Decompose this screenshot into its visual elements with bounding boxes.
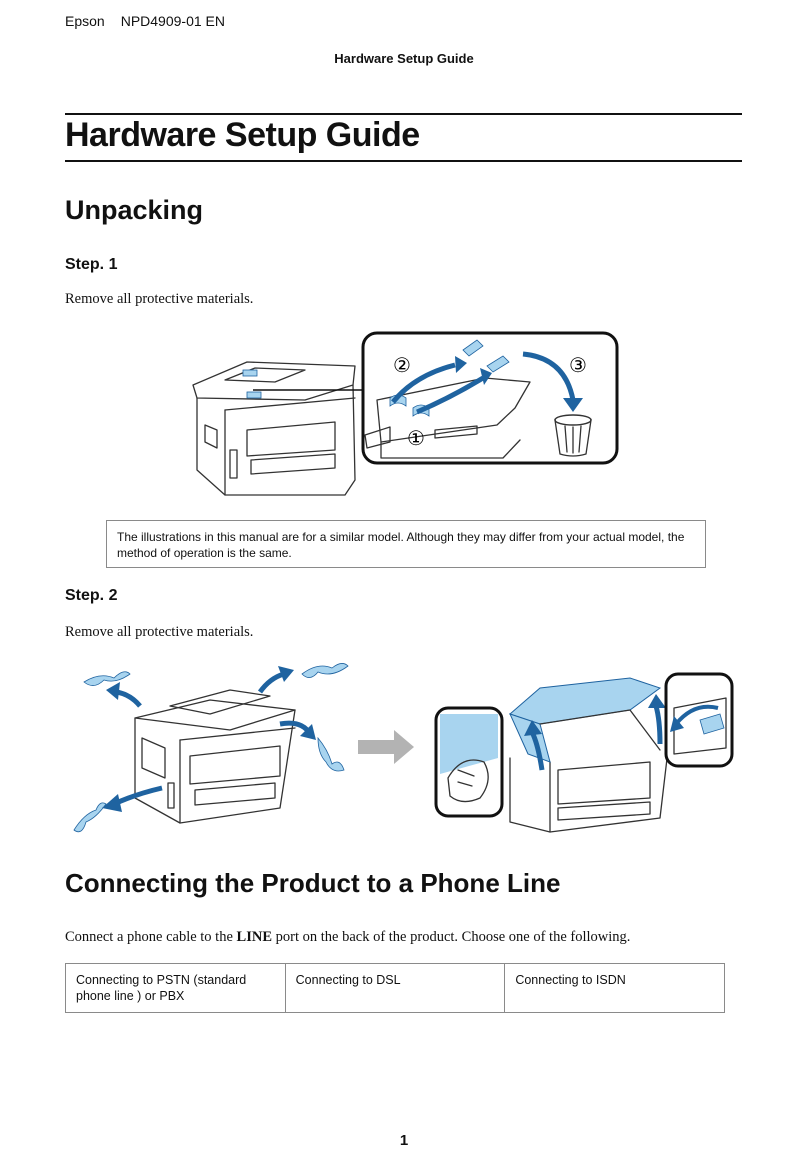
- callout-numbers: ② ① ③: [393, 355, 587, 450]
- title-rule-bottom: [65, 160, 742, 162]
- page-number: 1: [399, 1132, 409, 1149]
- section-heading-connecting: Connecting the Product to a Phone Line: [65, 868, 561, 898]
- intro-text: Connect a phone cable to the: [65, 929, 237, 945]
- printer-right-illustration: [509, 677, 669, 833]
- option-isdn[interactable]: Connecting to ISDN: [504, 963, 725, 1013]
- callout-number-1: ①: [407, 428, 425, 450]
- figure-step-2: [73, 663, 734, 833]
- callout-detail: [361, 331, 619, 465]
- inset-right-detail: [664, 672, 734, 768]
- brand-name: Epson: [65, 13, 105, 29]
- section-heading-unpacking: Unpacking: [65, 195, 204, 225]
- connecting-intro: Connect a phone cable to the LINE port o…: [65, 929, 630, 946]
- line-port-label: LINE: [236, 929, 272, 945]
- printer-illustration: [192, 361, 363, 496]
- option-dsl[interactable]: Connecting to DSL: [284, 963, 506, 1013]
- figure-step-1: ② ① ③: [192, 331, 619, 496]
- title-rule-top: [65, 113, 742, 115]
- page-title: Hardware Setup Guide: [65, 116, 420, 154]
- inset-left-detail: [434, 706, 504, 818]
- step-2-label: Step. 2: [65, 587, 118, 604]
- connection-options-table: Connecting to PSTN (standard phone line …: [65, 963, 725, 1013]
- step-1-text: Remove all protective materials.: [65, 291, 254, 307]
- callout-number-3: ③: [569, 355, 587, 377]
- step-2-text: Remove all protective materials.: [65, 624, 254, 640]
- note-box: The illustrations in this manual are for…: [106, 520, 706, 568]
- callout-number-2: ②: [393, 355, 411, 377]
- option-pstn[interactable]: Connecting to PSTN (standard phone line …: [65, 963, 286, 1013]
- printer-left-illustration: [73, 663, 349, 833]
- table-row: Connecting to PSTN (standard phone line …: [65, 963, 725, 1013]
- running-title: Hardware Setup Guide: [334, 51, 474, 66]
- running-header: Epson NPD4909-01 EN: [65, 13, 225, 29]
- gray-arrow-icon: [358, 730, 414, 764]
- step-1-label: Step. 1: [65, 256, 118, 273]
- intro-text: port on the back of the product. Choose …: [272, 929, 631, 945]
- document-id: NPD4909-01 EN: [120, 13, 225, 29]
